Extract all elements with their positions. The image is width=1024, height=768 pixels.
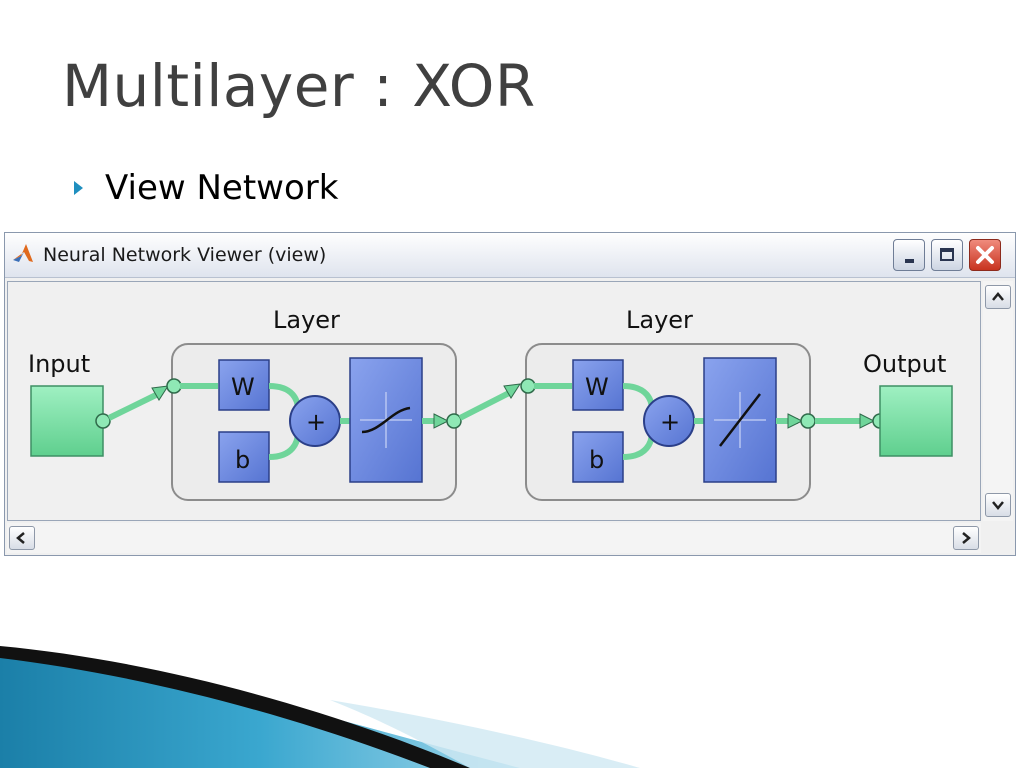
- close-icon: [976, 246, 994, 264]
- connector-arrow-icon: [503, 383, 521, 399]
- layer-2-weight-label: W: [585, 373, 609, 401]
- scroll-up-button[interactable]: [985, 285, 1011, 309]
- horizontal-scrollbar[interactable]: [7, 523, 981, 553]
- chevron-down-icon: [992, 501, 1004, 510]
- layer-1-sum-label: +: [306, 408, 326, 436]
- minimize-icon: [905, 259, 914, 263]
- connector-arrow-icon: [859, 413, 876, 429]
- tansig-curve-icon: [360, 392, 412, 448]
- scroll-left-button[interactable]: [9, 526, 35, 550]
- scroll-down-button[interactable]: [985, 493, 1011, 517]
- chevron-up-icon: [992, 292, 1004, 301]
- layer-1-weight-label: W: [231, 373, 255, 401]
- input-label: Input: [28, 350, 90, 378]
- bullet-item: View Network: [74, 168, 338, 208]
- connector-arrow-icon: [433, 413, 450, 429]
- layer-2-bias-label: b: [589, 446, 604, 474]
- network-diagram: Input Layer W b +: [28, 306, 953, 501]
- linear-line-icon: [714, 392, 766, 448]
- maximize-button[interactable]: [931, 239, 963, 271]
- bullet-arrow-icon: [74, 181, 83, 195]
- layer-2-weight-block[interactable]: [572, 359, 624, 411]
- connector-arrow-icon: [787, 413, 804, 429]
- window-title: Neural Network Viewer (view): [43, 244, 327, 266]
- maximize-icon: [940, 248, 954, 261]
- layer-1-output-port-icon: [446, 413, 462, 429]
- layer-connector: [458, 389, 513, 421]
- close-button[interactable]: [969, 239, 1001, 271]
- matlab-logo-icon: [13, 244, 33, 262]
- neural-network-viewer-window: Neural Network Viewer (view) Input: [4, 232, 1016, 556]
- input-port-icon: [95, 413, 111, 429]
- network-diagram-canvas: Input Layer W b +: [7, 281, 981, 521]
- chevron-left-icon: [16, 532, 25, 544]
- scroll-right-button[interactable]: [953, 526, 979, 550]
- layer-1-bias-block[interactable]: [218, 431, 270, 483]
- chevron-right-icon: [962, 532, 971, 544]
- input-block[interactable]: [30, 385, 104, 457]
- layer-2-bias-block[interactable]: [572, 431, 624, 483]
- output-label: Output: [863, 350, 946, 378]
- window-titlebar[interactable]: Neural Network Viewer (view): [5, 233, 1015, 278]
- minimize-button[interactable]: [893, 239, 925, 271]
- bullet-text: View Network: [105, 168, 339, 208]
- layer-2-label: Layer: [626, 306, 693, 334]
- layer-1-weight-block[interactable]: [218, 359, 270, 411]
- layer-2-sum-label: +: [660, 408, 680, 436]
- layer-1-label: Layer: [273, 306, 340, 334]
- layer-1-bias-label: b: [235, 446, 250, 474]
- output-block[interactable]: [879, 385, 953, 457]
- connector-arrow-icon: [151, 385, 169, 401]
- slide-title: Multilayer : XOR: [62, 52, 536, 120]
- input-connector: [107, 391, 160, 421]
- vertical-scrollbar[interactable]: [983, 281, 1013, 521]
